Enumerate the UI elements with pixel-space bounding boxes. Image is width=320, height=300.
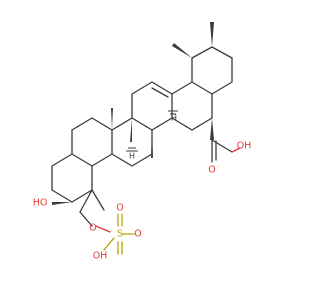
sulfate-o-top-label: O [116, 203, 123, 214]
methyl-wedge-c14 [151, 130, 153, 158]
hydroxyl-label: HO [33, 198, 48, 209]
carboxyl-oh-label: OH [237, 141, 252, 152]
sulfate-group [79, 189, 135, 255]
methyl-groups [91, 22, 214, 211]
sulfate-link-o-label: O [89, 223, 96, 234]
stereo-hash-bonds [126, 110, 178, 152]
ring-d [171, 81, 213, 131]
methyl-wedge-c8 [130, 118, 132, 142]
atom-labels: OH O HO O S O O OH H H [33, 114, 252, 262]
sulfur-label: S [117, 229, 123, 240]
molecule-structure: OH O HO O S O O OH H H [33, 22, 252, 262]
ring-a-lower [51, 153, 93, 203]
hydroxyl-wedge [52, 202, 72, 205]
ring-a [71, 117, 113, 167]
methyl-wedge-top [210, 22, 214, 47]
ring-e [191, 46, 233, 95]
methyl-wedge-c10 [111, 108, 113, 130]
carbonyl-o-label: O [208, 165, 215, 176]
sulfate-oh-label: OH [93, 251, 108, 262]
ring-c [131, 81, 173, 131]
carboxyl-wedge [210, 118, 214, 140]
methyl-wedge-left [172, 43, 192, 58]
sulfate-o-right-label: O [134, 229, 141, 240]
hydroxyl-group [52, 202, 72, 205]
stereo-h-label-1: H [171, 114, 177, 123]
stereo-h-label-2: H [129, 152, 135, 161]
carboxylic-acid [210, 118, 241, 163]
